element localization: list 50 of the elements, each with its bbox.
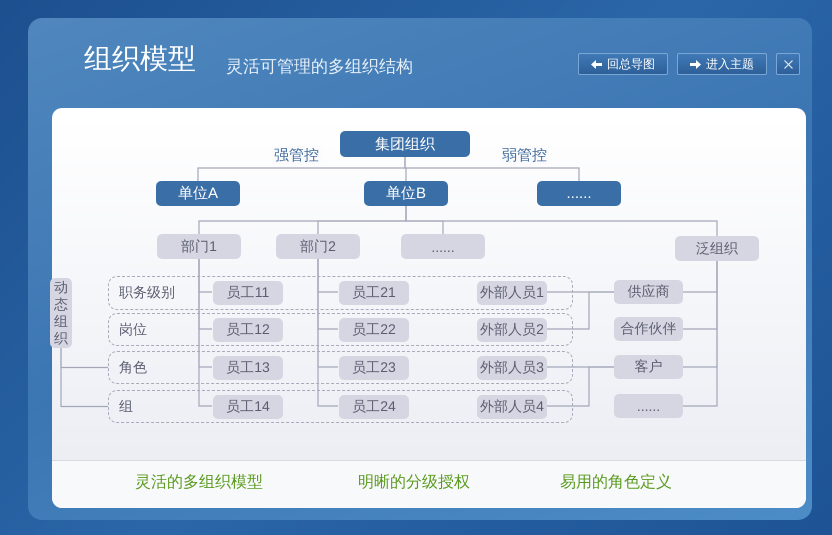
connector-line bbox=[546, 366, 614, 407]
partner-box: ...... bbox=[614, 394, 683, 418]
employee-box: 员工23 bbox=[339, 356, 409, 380]
department-box: ...... bbox=[401, 234, 485, 259]
external-member-box: 外部人员1 bbox=[477, 281, 547, 305]
connector-line bbox=[404, 157, 580, 181]
external-member-box: 外部人员3 bbox=[477, 356, 547, 380]
edge-label: 弱管控 bbox=[500, 146, 549, 165]
connector-line bbox=[317, 259, 338, 407]
dashed-row-box bbox=[108, 390, 573, 423]
dashed-row-box bbox=[108, 276, 573, 310]
employee-box: 员工14 bbox=[213, 395, 283, 419]
employee-box: 员工13 bbox=[213, 356, 283, 380]
unit-box: 单位A bbox=[156, 181, 240, 206]
row-label: 职务级别 bbox=[119, 284, 175, 302]
partner-box: 合作伙伴 bbox=[614, 317, 683, 341]
row-label: 角色 bbox=[119, 358, 147, 376]
row-label: 岗位 bbox=[119, 320, 147, 338]
external-member-box: 外部人员2 bbox=[477, 318, 547, 342]
edge-label: 强管控 bbox=[272, 146, 321, 165]
employee-box: 员工11 bbox=[213, 281, 283, 305]
employee-box: 员工22 bbox=[339, 318, 409, 342]
connector-line bbox=[683, 261, 718, 407]
feature-text: 灵活的多组织模型 bbox=[135, 473, 263, 493]
partner-box: 供应商 bbox=[614, 280, 683, 304]
group-box: 集团组织 bbox=[340, 131, 470, 157]
connector-line bbox=[60, 348, 108, 408]
department-box: 部门2 bbox=[276, 234, 360, 259]
organization-box: 动态组织 bbox=[50, 278, 72, 348]
connector-line bbox=[198, 259, 212, 407]
subtitle: 灵活可管理的多组织结构 bbox=[226, 56, 413, 78]
feature-text: 易用的角色定义 bbox=[560, 472, 672, 493]
connector-line bbox=[546, 291, 614, 330]
employee-box: 员工12 bbox=[213, 318, 283, 342]
unit-box: 单位B bbox=[364, 181, 448, 206]
organization-box: 泛组织 bbox=[675, 236, 759, 261]
external-member-box: 外部人员4 bbox=[477, 395, 547, 419]
dashed-row-box bbox=[108, 313, 573, 346]
row-label: 组 bbox=[119, 398, 133, 416]
unit-box: ...... bbox=[537, 181, 621, 206]
dashed-row-box bbox=[108, 351, 573, 384]
title: 组织模型 bbox=[84, 42, 196, 76]
enter-button: 进入主题 bbox=[677, 53, 767, 75]
back-button: 回总导图 bbox=[578, 53, 668, 75]
feature-text: 明晰的分级授权 bbox=[358, 472, 470, 493]
partner-box: 客户 bbox=[614, 355, 683, 379]
employee-box: 员工24 bbox=[339, 395, 409, 419]
employee-box: 员工21 bbox=[339, 281, 409, 305]
connector-line bbox=[405, 206, 718, 236]
department-box: 部门1 bbox=[157, 234, 241, 259]
